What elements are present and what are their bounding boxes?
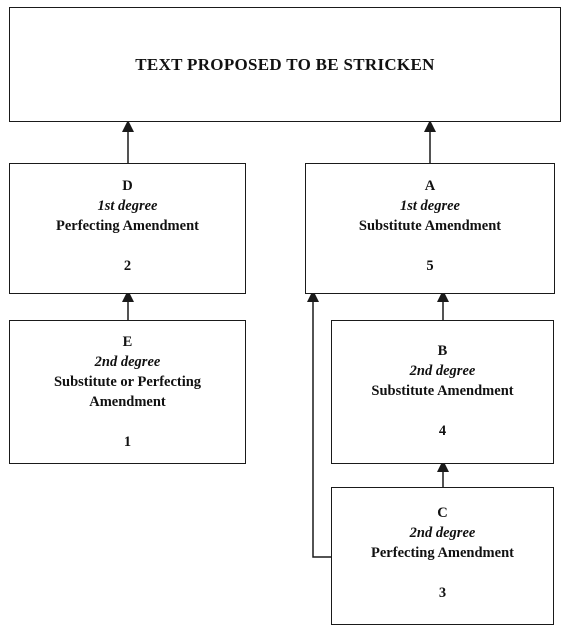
text-proposed-label: TEXT PROPOSED TO BE STRICKEN [135,55,435,74]
amendment-d-number: 2 [123,258,132,274]
arrow-c-to-a [307,290,331,558]
text-proposed-box: TEXT PROPOSED TO BE STRICKEN [9,7,561,122]
amendment-e-label-line2: Amendment [89,394,166,410]
amendment-e-letter: E [122,334,133,350]
amendment-b-degree: 2nd degree [409,363,476,379]
amendment-c-degree: 2nd degree [409,525,476,541]
amendment-e-degree: 2nd degree [94,354,161,370]
amendment-a-degree: 1st degree [400,198,460,214]
amendment-d-degree: 1st degree [97,198,158,214]
amendment-box-e: E 2nd degree Substitute or Perfecting Am… [9,320,246,464]
amendment-box-c: C 2nd degree Perfecting Amendment 3 [331,487,554,625]
amendment-e-number: 1 [123,434,132,450]
amendment-a-label: Substitute Amendment [358,218,502,234]
amendment-a-number: 5 [426,258,434,274]
amendment-e-label-line1: Substitute or Perfecting [53,374,202,390]
amendment-a-letter: A [424,178,436,194]
amendment-d-label: Perfecting Amendment [56,218,199,234]
amendment-c-label: Perfecting Amendment [371,545,514,561]
amendment-d-letter: D [122,178,133,194]
amendment-b-letter: B [437,343,448,359]
amendment-b-number: 4 [438,423,447,439]
amendment-b-label: Substitute Amendment [371,383,514,399]
amendment-box-a: A 1st degree Substitute Amendment 5 [305,163,555,294]
amendment-box-d: D 1st degree Perfecting Amendment 2 [9,163,246,294]
amendment-c-letter: C [437,505,448,521]
amendment-box-b: B 2nd degree Substitute Amendment 4 [331,320,554,464]
amendment-c-number: 3 [438,585,447,601]
